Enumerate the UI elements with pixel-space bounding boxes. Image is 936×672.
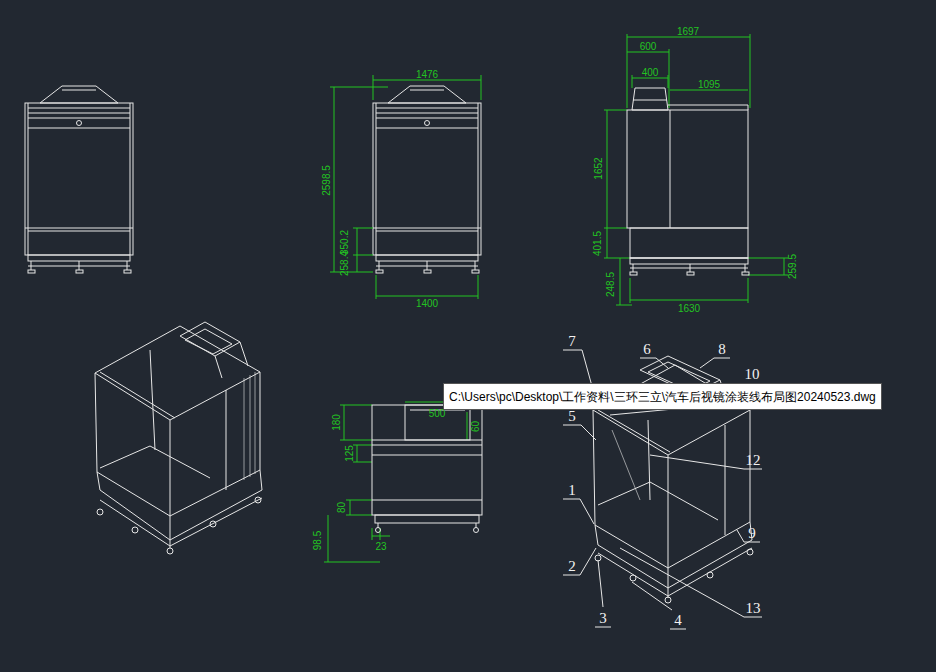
iso-view bbox=[95, 322, 262, 554]
front-view-dimensioned bbox=[373, 86, 481, 273]
callout-number: 5 bbox=[568, 408, 576, 425]
callout-number: 1 bbox=[568, 482, 576, 499]
callout-number: 7 bbox=[568, 333, 576, 350]
callout-number: 2 bbox=[568, 558, 576, 575]
dimension-text: 125 bbox=[344, 445, 355, 462]
dimension-text: 401.5 bbox=[593, 230, 604, 255]
callout-number: 12 bbox=[746, 452, 761, 469]
callout-number: 6 bbox=[643, 341, 651, 358]
dimension-text: 1652 bbox=[593, 157, 604, 179]
dimension-text: 600 bbox=[640, 41, 657, 52]
file-path-text: C:\Users\pc\Desktop\工作资料\三环三立\汽车后视镜涂装线布局… bbox=[449, 390, 876, 404]
callout-number: 13 bbox=[746, 600, 761, 617]
dimension-text: 80 bbox=[337, 501, 348, 512]
dimension-text: 258.4 bbox=[340, 250, 351, 275]
dimension-lines bbox=[324, 34, 788, 562]
dimension-text: 259.5 bbox=[788, 253, 799, 278]
file-path-tooltip: C:\Users\pc\Desktop\工作资料\三环三立\汽车后视镜涂装线布局… bbox=[443, 383, 882, 410]
callout-number: 4 bbox=[674, 612, 682, 629]
callout-number: 3 bbox=[599, 610, 607, 627]
dimension-text: 180 bbox=[331, 414, 342, 431]
section-view bbox=[372, 405, 482, 533]
callout-number: 8 bbox=[718, 341, 726, 358]
front-view bbox=[25, 86, 133, 273]
dimension-text: 98.5 bbox=[313, 530, 324, 549]
dimension-text: 23 bbox=[375, 541, 386, 552]
dimension-text: 1697 bbox=[677, 26, 699, 37]
callout-number: 9 bbox=[748, 525, 756, 542]
dimension-text: 60 bbox=[471, 420, 482, 431]
dimension-text: 1400 bbox=[416, 298, 438, 309]
dimension-text: 400 bbox=[642, 67, 659, 78]
dimension-text: 1630 bbox=[678, 303, 700, 314]
callout-number: 10 bbox=[745, 366, 760, 383]
side-view bbox=[627, 88, 749, 275]
dimension-text: 1476 bbox=[416, 69, 438, 80]
dimension-text: 248.5 bbox=[606, 271, 617, 296]
dimension-text: 2598.5 bbox=[321, 165, 332, 196]
dimension-text: 1095 bbox=[698, 79, 720, 90]
